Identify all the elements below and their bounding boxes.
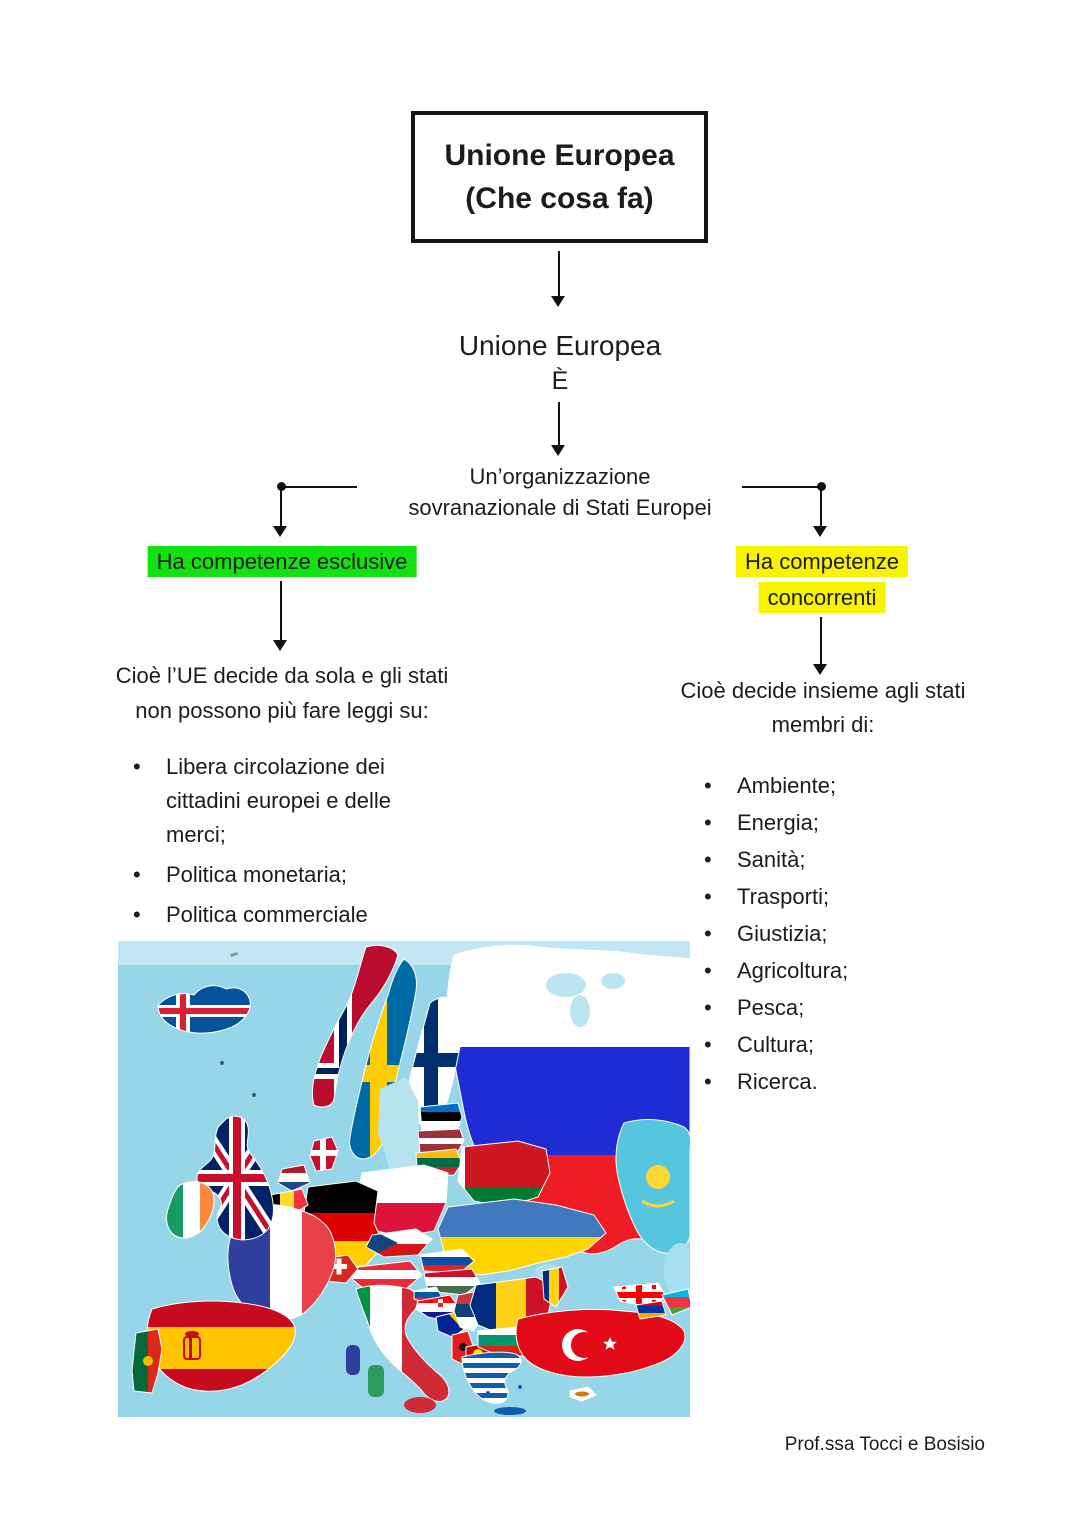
right-branch-vline	[820, 487, 822, 527]
title-line-1: Unione Europea	[444, 139, 675, 172]
map-country-armenia	[635, 1300, 667, 1320]
list-item: • Agricoltura;	[704, 952, 848, 989]
map-shetland-islands	[252, 1093, 256, 1097]
concurrent-bullet-list: • Ambiente; • Energia; • Sanità; • Trasp…	[704, 767, 848, 1100]
map-country-azerbaijan	[661, 1288, 693, 1316]
arrow-head-verb-to-definition	[551, 445, 565, 456]
bullet-dot: •	[133, 862, 141, 887]
arrow-line-verb-to-definition	[558, 402, 560, 446]
definition-text: Un’organizzazione sovranazionale di Stat…	[335, 461, 785, 523]
map-country-denmark	[309, 1136, 339, 1172]
list-item: • Politica monetaria;	[133, 858, 421, 892]
left-branch-hline	[281, 486, 357, 488]
map-sicily	[404, 1397, 436, 1413]
map-country-austria	[351, 1260, 423, 1290]
definition-line-1: Un’organizzazione	[469, 464, 651, 489]
left-branch-arrow-head	[273, 526, 287, 537]
arrow-head-exclusive	[273, 640, 287, 651]
concurrent-intro: Cioè decide insieme agli stati membri di…	[662, 674, 984, 742]
credit-line: Prof.ssa Tocci e Bosisio	[784, 1434, 985, 1455]
list-item-text: Cultura;	[737, 1032, 815, 1057]
bullet-dot: •	[704, 773, 712, 798]
list-item: • Sanità;	[704, 841, 848, 878]
list-item-text: Politica monetaria;	[166, 862, 347, 887]
map-country-slovakia	[419, 1248, 475, 1274]
exclusive-intro: Cioè l’UE decide da sola e gli stati non…	[82, 658, 482, 728]
list-item-text: Ricerca.	[737, 1069, 818, 1094]
exclusive-intro-line2: non possono più fare leggi su:	[135, 698, 429, 723]
bullet-dot: •	[133, 902, 141, 927]
list-item-text: Sanità;	[737, 847, 806, 872]
right-branch-dot	[817, 482, 826, 491]
left-branch-vline	[280, 487, 282, 527]
europe-flag-map-svg	[118, 941, 696, 1417]
title-box: Unione Europea (Che cosa fa)	[411, 111, 708, 243]
exclusive-intro-line1: Cioè l’UE decide da sola e gli stati	[115, 663, 449, 688]
bullet-dot: •	[704, 1032, 712, 1057]
map-faroe-islands	[220, 1061, 224, 1065]
bullet-dot: •	[704, 958, 712, 983]
list-item: • Ricerca.	[704, 1063, 848, 1100]
map-country-cyprus	[569, 1386, 597, 1402]
concurrent-competences-label-line2: concorrenti	[758, 582, 886, 613]
map-country-estonia	[419, 1102, 463, 1132]
bullet-dot: •	[704, 884, 712, 909]
map-country-hungary	[423, 1268, 481, 1296]
list-item: • Trasporti;	[704, 878, 848, 915]
map-country-netherlands	[277, 1164, 311, 1192]
subject-text: Unione Europea	[458, 330, 662, 361]
list-item: • Ambiente;	[704, 767, 848, 804]
exclusive-competences-label: Ha competenze esclusive	[147, 546, 417, 577]
list-item: • Pesca;	[704, 989, 848, 1026]
list-item-text: Agricoltura;	[737, 958, 849, 983]
map-jan-mayen	[230, 952, 239, 957]
list-item-text: Pesca;	[737, 995, 805, 1020]
bullet-dot: •	[704, 995, 712, 1020]
concurrent-intro-line1: Cioè decide insieme agli stati	[680, 678, 966, 703]
list-item: • Cultura;	[704, 1026, 848, 1063]
list-item-text: Politica commerciale	[166, 902, 368, 927]
bullet-dot: •	[133, 754, 141, 779]
list-item: • Politica commerciale	[133, 898, 421, 932]
map-sardinia	[368, 1365, 384, 1397]
left-branch-dot	[277, 482, 286, 491]
list-item-text: Energia;	[737, 810, 819, 835]
list-item-text: Trasporti;	[737, 884, 830, 909]
europe-flag-map	[118, 941, 696, 1417]
map-baltic-sea	[378, 1077, 444, 1193]
map-country-belarus	[457, 1140, 551, 1208]
title-line-2: (Che cosa fa)	[465, 182, 654, 215]
list-item-text: Libera circolazione dei cittadini europe…	[166, 754, 392, 847]
bullet-dot: •	[704, 810, 712, 835]
bullet-dot: •	[704, 847, 712, 872]
list-item-text: Giustizia;	[737, 921, 828, 946]
map-caspian-sea	[664, 1243, 696, 1299]
arrow-head-title-to-subject	[551, 296, 565, 307]
bullet-dot: •	[704, 1069, 712, 1094]
list-item: • Libera circolazione dei cittadini euro…	[133, 750, 421, 852]
arrow-head-concurrent	[813, 664, 827, 675]
arrow-line-title-to-subject	[558, 251, 560, 297]
list-item-text: Ambiente;	[737, 773, 837, 798]
map-corsica	[346, 1345, 360, 1375]
map-country-bulgaria	[477, 1324, 553, 1358]
verb-text: È	[551, 367, 569, 395]
bullet-dot: •	[704, 921, 712, 946]
list-item: • Giustizia;	[704, 915, 848, 952]
list-item: • Energia;	[704, 804, 848, 841]
map-country-moldova	[541, 1266, 569, 1308]
arrow-line-concurrent	[820, 617, 822, 665]
right-branch-hline	[742, 486, 822, 488]
concurrent-intro-line2: membri di:	[771, 712, 875, 737]
arrow-line-exclusive	[280, 581, 282, 641]
concurrent-competences-label-line1: Ha competenze	[735, 546, 909, 577]
exclusive-bullet-list: • Libera circolazione dei cittadini euro…	[133, 750, 421, 938]
right-branch-arrow-head	[813, 526, 827, 537]
definition-line-2: sovranazionale di Stati Europei	[408, 495, 712, 520]
